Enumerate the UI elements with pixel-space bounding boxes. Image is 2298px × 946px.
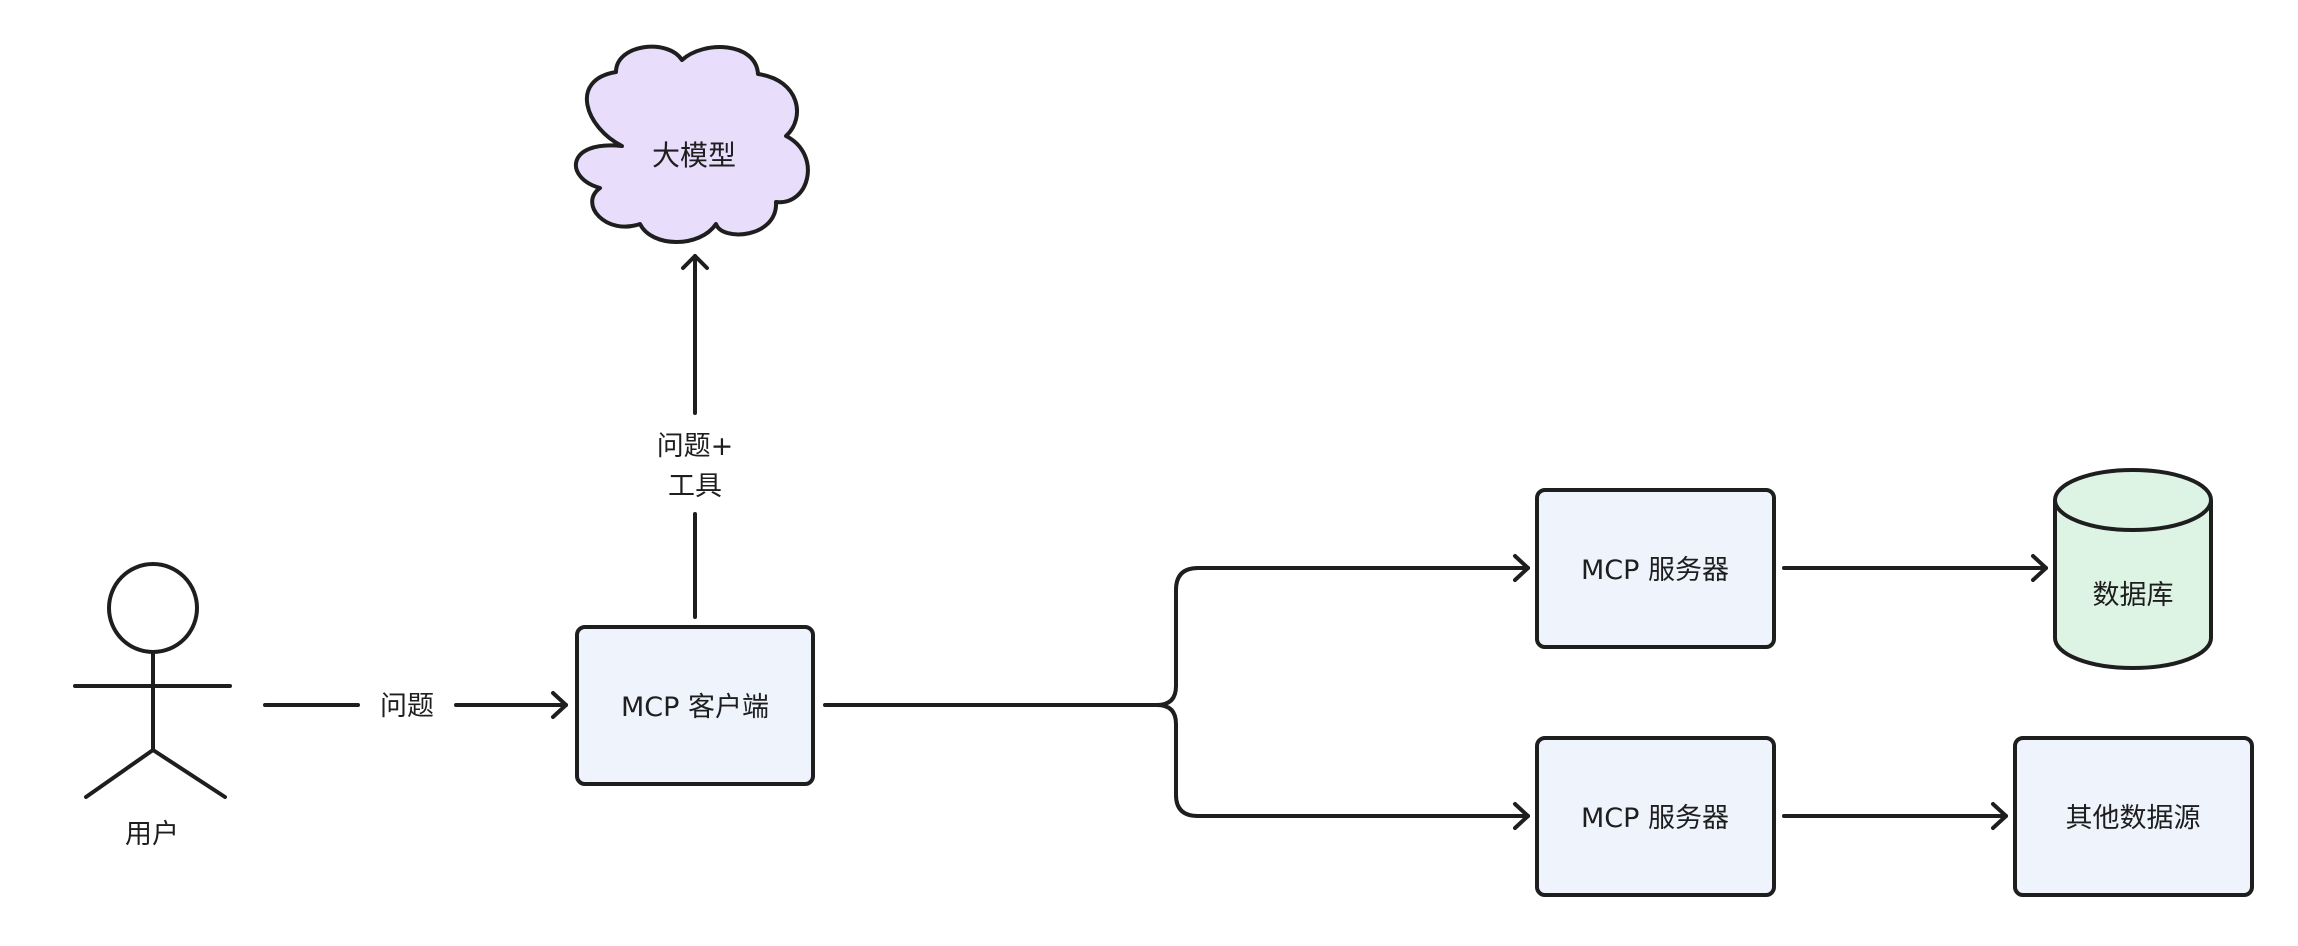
edge-client-to-llm — [681, 254, 709, 619]
edge-server-to-other-sources — [1782, 802, 2008, 830]
edge-client-to-llm-label-line1: 问题+ — [657, 431, 734, 462]
mcp-client-node[interactable] — [575, 625, 815, 786]
user-actor-icon[interactable] — [73, 562, 232, 799]
mcp-server-top-node[interactable] — [1535, 488, 1776, 649]
mcp-client-label: MCP 客户端 — [621, 692, 769, 723]
database-cylinder-icon[interactable] — [2053, 468, 2213, 670]
edge-user-to-client-label: 问题 — [380, 691, 434, 722]
mcp-server-bottom-node[interactable] — [1535, 736, 1776, 897]
edge-user-to-client — [263, 691, 568, 719]
llm-cloud-label: 大模型 — [652, 139, 736, 172]
mcp-server-bottom-label: MCP 服务器 — [1581, 803, 1729, 834]
other-data-sources-label: 其他数据源 — [2066, 803, 2201, 834]
mcp-server-top-label: MCP 服务器 — [1581, 555, 1729, 586]
database-label: 数据库 — [2093, 580, 2174, 611]
edge-client-to-llm-label-line2: 工具 — [668, 471, 722, 502]
llm-cloud-node[interactable] — [573, 44, 810, 244]
other-data-sources-node[interactable] — [2013, 736, 2254, 897]
edge-client-to-servers — [823, 554, 1530, 830]
edge-server-to-database — [1782, 554, 2048, 582]
user-label: 用户 — [125, 819, 179, 850]
